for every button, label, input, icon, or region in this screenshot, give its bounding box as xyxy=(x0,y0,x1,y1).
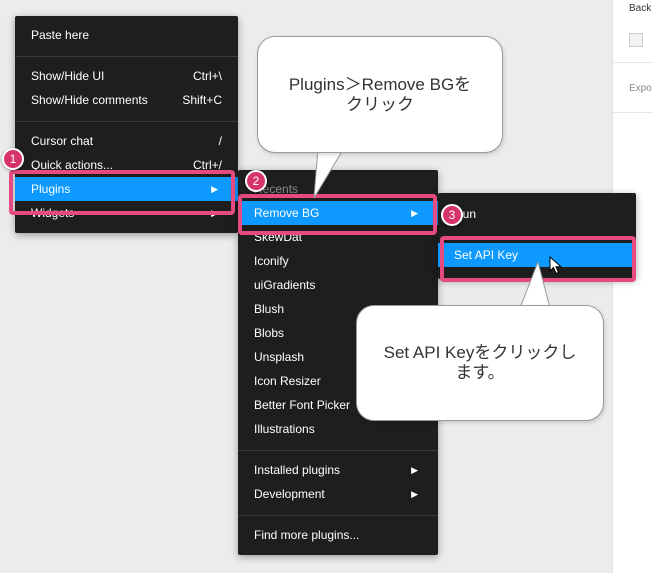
background-checkbox[interactable] xyxy=(629,33,643,47)
menu-item-cursor-chat[interactable]: Cursor chat / xyxy=(15,129,238,153)
menu-item-show-hide-ui[interactable]: Show/Hide UI Ctrl+\ xyxy=(15,64,238,88)
menu-item-better-font-picker[interactable]: Better Font Picker xyxy=(238,393,438,417)
step-badge-1: 1 xyxy=(2,148,24,170)
menu-item-label: uiGradients xyxy=(254,278,316,292)
background-section-label: Back xyxy=(629,3,652,14)
menu-separator xyxy=(238,450,438,451)
menu-item-label: Iconify xyxy=(254,254,289,268)
menu-item-shortcut: Shift+C xyxy=(182,93,222,107)
menu-item-paste-here[interactable]: Paste here xyxy=(15,23,238,47)
menu-item-label: SkewDat xyxy=(254,230,303,244)
menu-item-skewdat[interactable]: SkewDat xyxy=(238,225,438,249)
menu-item-label: Paste here xyxy=(31,28,90,42)
callout-text: Plugins＞Remove BGをクリック xyxy=(288,74,472,114)
callout-remove-bg: Plugins＞Remove BGをクリック xyxy=(257,36,503,153)
menu-item-remove-bg[interactable]: Remove BG ▶ xyxy=(238,201,438,225)
menu-separator xyxy=(15,56,238,57)
menu-item-widgets[interactable]: Widgets ▶ xyxy=(15,201,238,225)
mouse-pointer-icon xyxy=(549,256,563,275)
menu-item-label: Icon Resizer xyxy=(254,374,321,388)
chevron-right-icon: ▶ xyxy=(411,208,418,218)
menu-item-show-hide-comments[interactable]: Show/Hide comments Shift+C xyxy=(15,88,238,112)
menu-item-shortcut: Ctrl+\ xyxy=(192,69,222,83)
chevron-right-icon: ▶ xyxy=(411,465,418,475)
menu-item-shortcut: / xyxy=(218,134,222,148)
menu-item-label: Unsplash xyxy=(254,350,305,364)
chevron-right-icon: ▶ xyxy=(211,184,218,194)
menu-item-set-api-key[interactable]: Set API Key xyxy=(438,243,636,267)
menu-item-label: Blush xyxy=(254,302,285,316)
menu-item-unsplash[interactable]: Unsplash xyxy=(238,345,438,369)
panel-divider xyxy=(613,112,653,113)
menu-item-label: Cursor chat xyxy=(31,134,94,148)
menu-item-label: Illustrations xyxy=(254,422,315,436)
callout-set-api-key: Set API Keyをクリックします。 xyxy=(356,305,604,421)
step-badge-2: 2 xyxy=(245,170,267,192)
chevron-right-icon: ▶ xyxy=(211,208,218,218)
menu-item-label: Set API Key xyxy=(454,248,519,262)
menu-item-label: Widgets xyxy=(31,206,75,220)
callout-tail xyxy=(313,148,345,199)
menu-separator xyxy=(15,121,238,122)
menu-item-find-more-plugins[interactable]: Find more plugins... xyxy=(238,523,438,547)
menu-item-label: Quick actions... xyxy=(31,158,114,172)
menu-item-label: Show/Hide UI xyxy=(31,69,105,83)
canvas-context-menu: Paste here Show/Hide UI Ctrl+\ Show/Hide… xyxy=(15,16,238,233)
menu-item-iconify[interactable]: Iconify xyxy=(238,249,438,273)
menu-item-label: Show/Hide comments xyxy=(31,93,148,107)
menu-item-installed-plugins[interactable]: Installed plugins ▶ xyxy=(238,458,438,482)
menu-item-plugins[interactable]: Plugins ▶ xyxy=(15,177,238,201)
menu-item-label: Blobs xyxy=(254,326,285,340)
menu-item-uigradients[interactable]: uiGradients xyxy=(238,273,438,297)
properties-panel: Back Expo xyxy=(612,0,653,573)
menu-item-label: Find more plugins... xyxy=(254,528,360,542)
menu-item-development[interactable]: Development ▶ xyxy=(238,482,438,506)
menu-item-icon-resizer[interactable]: Icon Resizer xyxy=(238,369,438,393)
panel-divider xyxy=(613,62,653,63)
chevron-right-icon: ▶ xyxy=(411,489,418,499)
export-section-label: Expo xyxy=(629,83,652,94)
menu-item-label: Installed plugins xyxy=(254,463,341,477)
menu-item-label: Better Font Picker xyxy=(254,398,351,412)
menu-item-label: Development xyxy=(254,487,325,501)
menu-item-blobs[interactable]: Blobs xyxy=(238,321,438,345)
menu-separator xyxy=(238,515,438,516)
callout-text: Set API Keyをクリックします。 xyxy=(383,343,577,382)
menu-item-quick-actions[interactable]: Quick actions... Ctrl+/ xyxy=(15,153,238,177)
menu-item-illustrations[interactable]: Illustrations xyxy=(238,417,438,441)
menu-item-label: Plugins xyxy=(31,182,71,196)
step-badge-3: 3 xyxy=(441,204,463,226)
menu-item-label: Remove BG xyxy=(254,206,320,220)
menu-item-shortcut: Ctrl+/ xyxy=(192,158,222,172)
menu-item-run[interactable]: Run xyxy=(438,202,636,226)
menu-item-blush[interactable]: Blush xyxy=(238,297,438,321)
